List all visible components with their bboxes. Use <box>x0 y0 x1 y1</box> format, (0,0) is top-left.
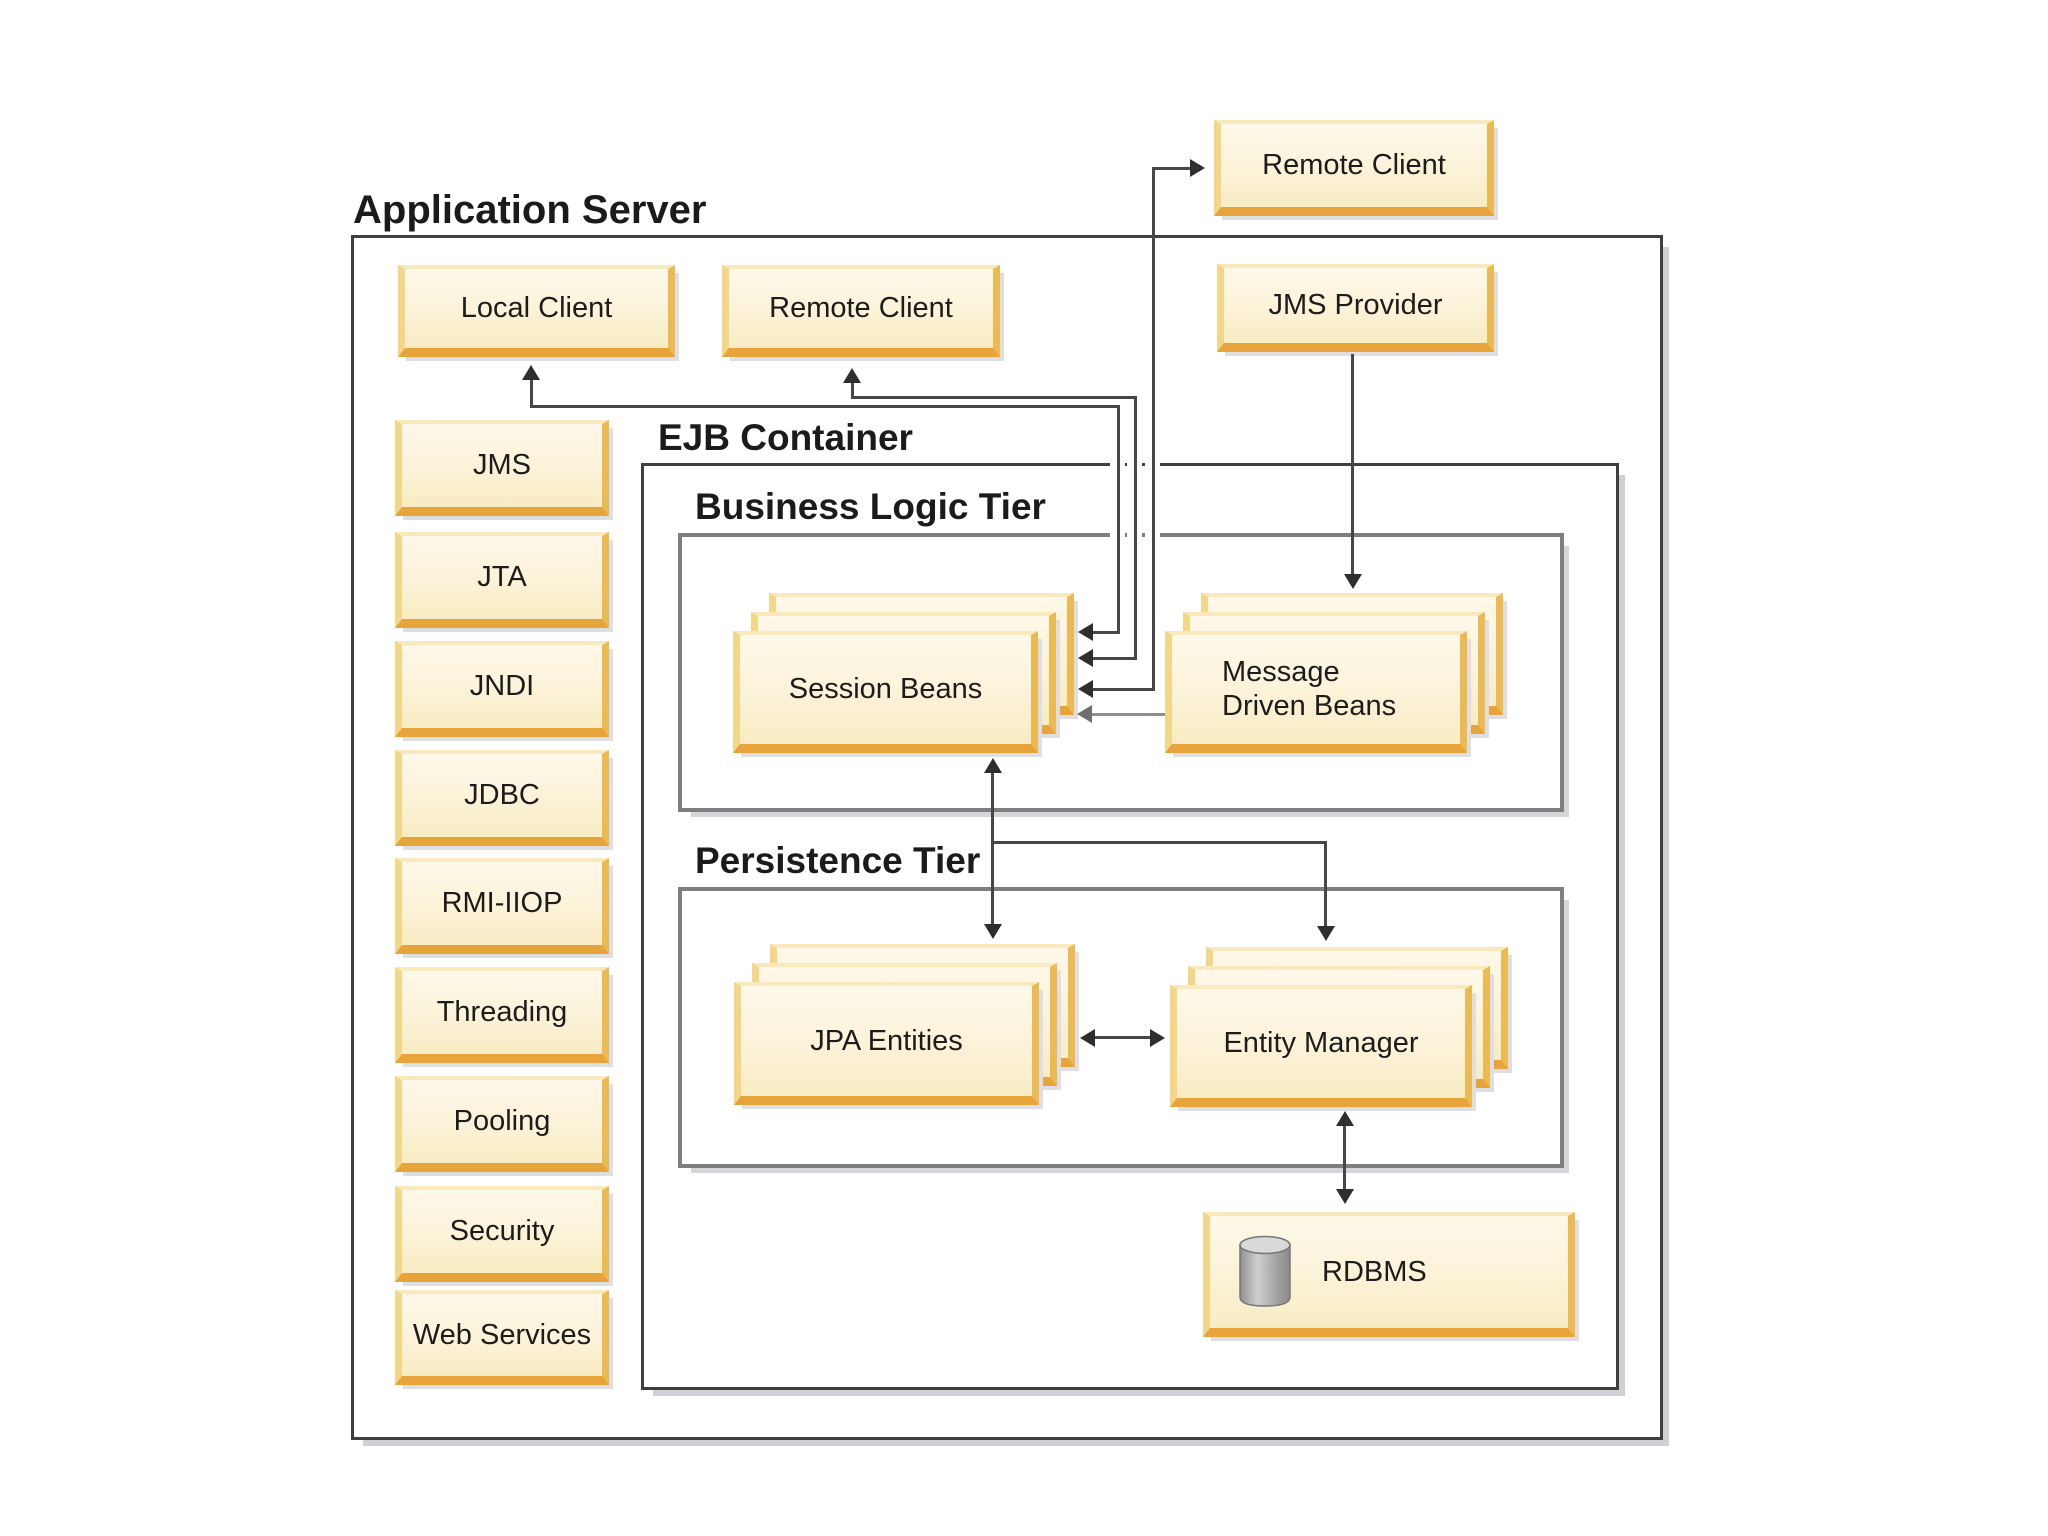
service-box-web-services: Web Services <box>395 1290 609 1385</box>
connector-line <box>1091 657 1137 660</box>
connector-line <box>1152 167 1192 170</box>
arrowhead <box>1078 680 1093 698</box>
remote-client-external-box: Remote Client <box>1214 120 1494 216</box>
connector-line <box>851 381 854 399</box>
entity-manager-box: Entity Manager <box>1170 985 1472 1107</box>
arrowhead <box>1077 705 1092 723</box>
arrowhead <box>1080 1029 1095 1047</box>
connector-line <box>530 405 1120 408</box>
connector-line <box>1090 713 1165 716</box>
business-logic-tier-label: Business Logic Tier <box>695 486 1046 527</box>
arrowhead <box>1344 574 1362 589</box>
arrowhead <box>984 758 1002 773</box>
arrowhead <box>1336 1111 1354 1126</box>
service-box-pooling: Pooling <box>395 1076 609 1172</box>
connector-line <box>1134 396 1137 660</box>
arrowhead <box>1190 159 1205 177</box>
connector-line <box>1324 841 1327 928</box>
rdbms-label: RDBMS <box>1322 1255 1427 1288</box>
connector-line <box>1094 1036 1152 1039</box>
message-driven-beans-box: Message Driven Beans <box>1165 631 1467 753</box>
application-server-container <box>351 235 1663 1440</box>
connector-line <box>1152 167 1155 691</box>
arrowhead <box>1317 926 1335 941</box>
connector-line <box>991 772 994 925</box>
service-box-rmi-iiop: RMI-IIOP <box>395 858 609 954</box>
rdbms-box: RDBMS <box>1203 1212 1575 1337</box>
session-beans-box: Session Beans <box>733 631 1038 753</box>
connector-line <box>991 841 1327 844</box>
arrowhead <box>984 924 1002 939</box>
connector-line <box>851 396 1137 399</box>
database-cylinder-icon <box>1238 1235 1292 1309</box>
jms-provider-box: JMS Provider <box>1217 264 1494 352</box>
arrowhead <box>1078 623 1093 641</box>
local-client-box: Local Client <box>398 265 675 357</box>
ejb-container-label: EJB Container <box>658 417 913 458</box>
arrowhead <box>1078 649 1093 667</box>
connector-line <box>1343 1125 1346 1191</box>
connector-line <box>530 378 533 408</box>
connector-line <box>1351 354 1354 576</box>
arrowhead <box>522 365 540 380</box>
connector-line <box>1117 405 1120 634</box>
persistence-tier-label: Persistence Tier <box>695 840 981 881</box>
jpa-entities-box: JPA Entities <box>734 982 1039 1105</box>
application-server-title: Application Server <box>353 188 707 232</box>
service-box-jdbc: JDBC <box>395 750 609 846</box>
arrowhead <box>843 368 861 383</box>
service-box-jndi: JNDI <box>395 641 609 737</box>
service-box-threading: Threading <box>395 967 609 1063</box>
remote-client-box: Remote Client <box>722 265 1000 357</box>
service-box-security: Security <box>395 1186 609 1282</box>
connector-line <box>1091 631 1120 634</box>
persistence-tier-container <box>678 887 1564 1168</box>
service-box-jta: JTA <box>395 532 609 628</box>
service-box-jms: JMS <box>395 420 609 516</box>
connector-line <box>1092 688 1155 691</box>
arrowhead <box>1150 1029 1165 1047</box>
arrowhead <box>1336 1189 1354 1204</box>
